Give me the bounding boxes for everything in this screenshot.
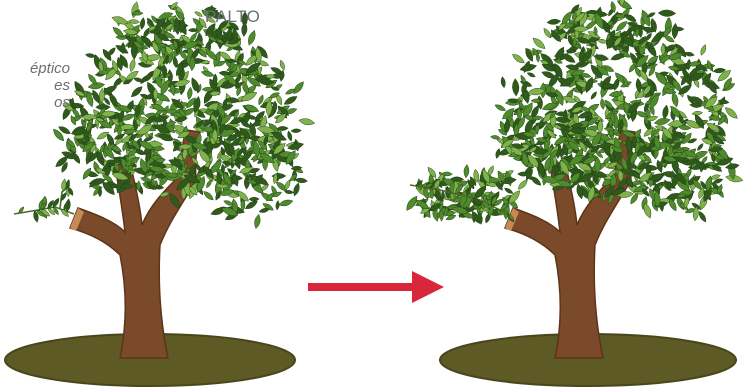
foliage-right (490, 0, 743, 223)
cut-twig-left (14, 178, 75, 222)
leaf (600, 98, 606, 110)
tree-before (5, 1, 315, 386)
leaf (511, 52, 526, 65)
leaf (279, 59, 286, 71)
leaf (699, 44, 707, 56)
leaf (494, 103, 507, 113)
leaf (590, 91, 598, 101)
side-note-line-2: es (0, 77, 70, 94)
leaf (526, 71, 536, 78)
leaf (187, 87, 194, 100)
leaf (298, 117, 315, 126)
leaf (593, 53, 609, 62)
leaf (249, 197, 260, 201)
arrow-right-icon (308, 271, 444, 303)
leaf (291, 80, 306, 96)
leaf (542, 27, 553, 39)
leaf (202, 190, 215, 202)
leaf (278, 198, 294, 207)
tree-after (404, 0, 744, 386)
leaf (295, 177, 308, 183)
leaf (128, 58, 136, 72)
regrowth-branch-right (404, 164, 522, 225)
leaf (463, 164, 469, 178)
leaf (292, 182, 301, 197)
tree-name-label: PALTO (205, 7, 260, 27)
leaf (662, 105, 670, 120)
leaf (696, 142, 704, 151)
leaf (139, 17, 145, 30)
foliage-left (51, 1, 315, 229)
leaf (547, 18, 561, 25)
leaf (253, 214, 261, 229)
leaf (283, 94, 299, 107)
leaf (658, 10, 676, 17)
leaf (291, 129, 302, 133)
side-note-line-1: éptico (0, 60, 70, 77)
leaf (500, 76, 506, 88)
side-note-line-3: os (0, 94, 70, 111)
leaf (54, 154, 70, 169)
leaf (512, 78, 520, 96)
leaf (286, 130, 293, 141)
leaf (503, 187, 514, 195)
leaf (275, 200, 280, 210)
side-note-text: éptico es os (0, 60, 70, 111)
leaf (516, 178, 529, 191)
leaf (246, 29, 257, 46)
